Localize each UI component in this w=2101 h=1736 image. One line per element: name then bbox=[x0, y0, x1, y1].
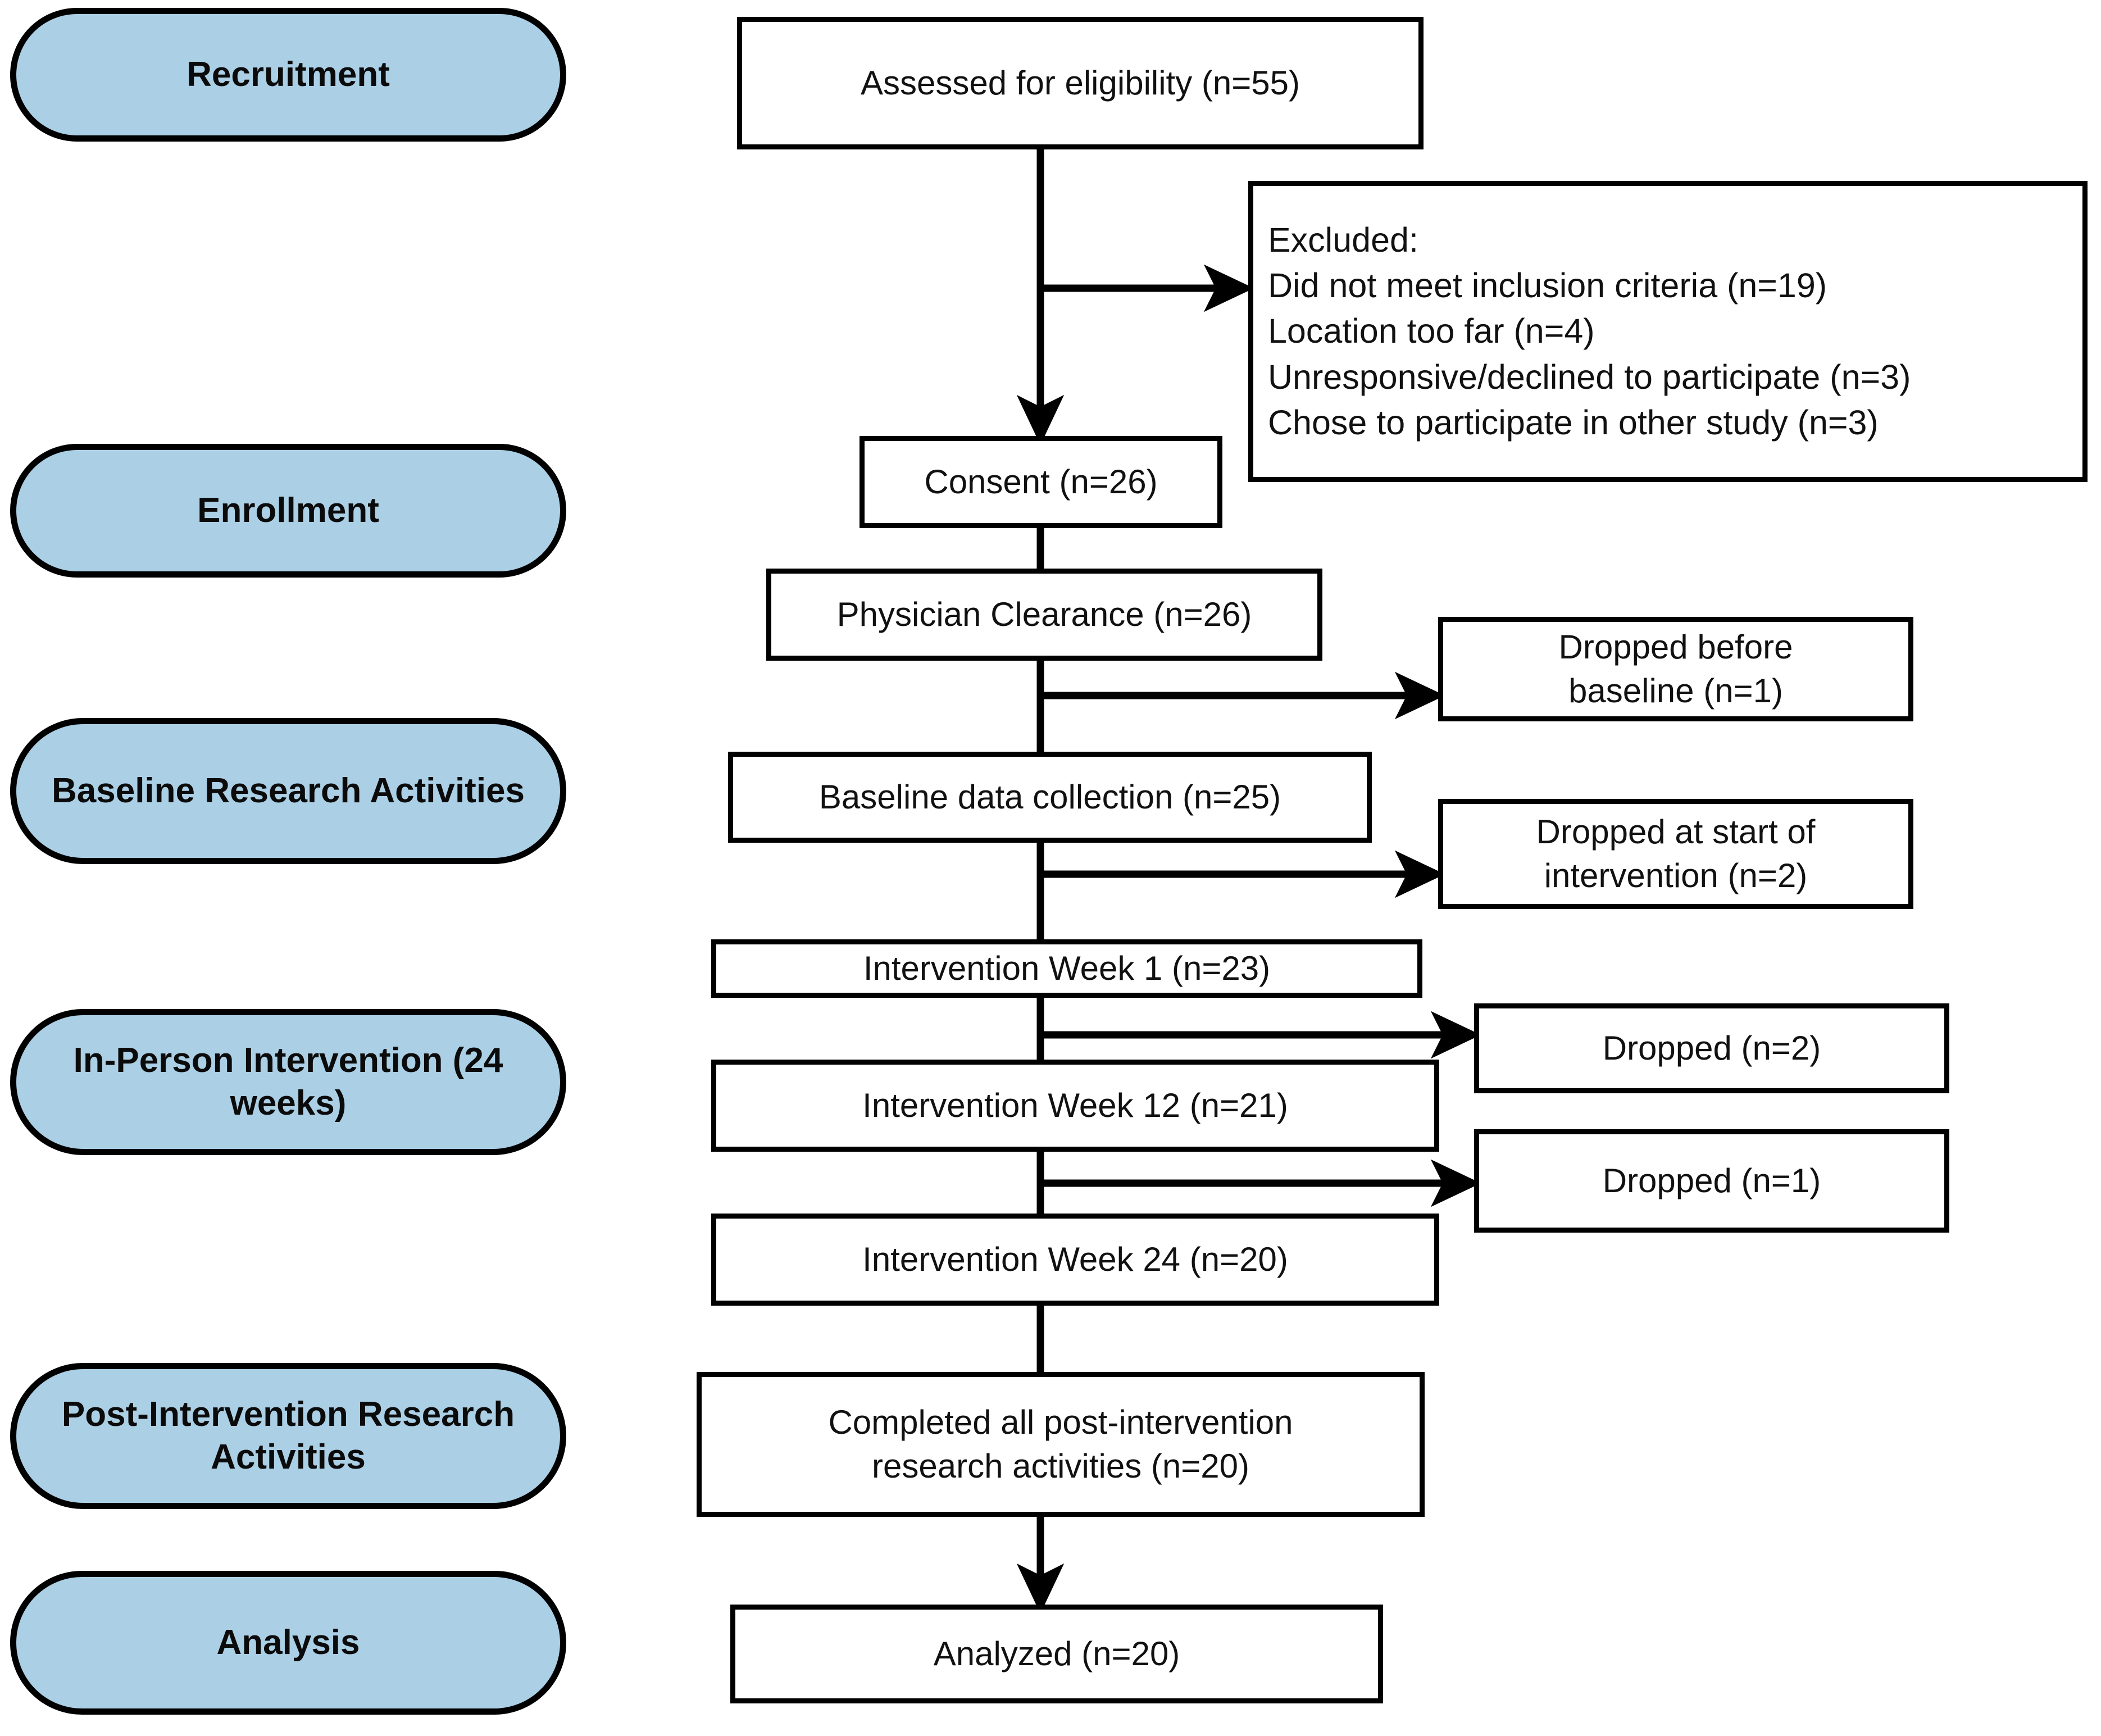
flow-box-week24[interactable]: Intervention Week 24 (n=20) bbox=[711, 1214, 1439, 1306]
exclusion-text: Excluded: Did not meet inclusion criteri… bbox=[1268, 221, 1911, 442]
flow-label-consent: Consent (n=26) bbox=[924, 463, 1158, 501]
stage-label-post-intervention: Post-Intervention Research Activities bbox=[61, 1395, 515, 1476]
flow-label-baseline-data: Baseline data collection (n=25) bbox=[818, 778, 1281, 816]
flow-label-week24: Intervention Week 24 (n=20) bbox=[862, 1240, 1288, 1278]
flow-box-consent[interactable]: Consent (n=26) bbox=[860, 436, 1222, 528]
flow-label-physician-clearance: Physician Clearance (n=26) bbox=[836, 596, 1252, 633]
stage-pill-post-intervention[interactable]: Post-Intervention Research Activities bbox=[10, 1363, 566, 1509]
stage-pill-intervention[interactable]: In-Person Intervention (24 weeks) bbox=[10, 1009, 566, 1155]
attrition-box-dropped-week12[interactable]: Dropped (n=1) bbox=[1474, 1129, 1949, 1233]
attrition-label-dropped-before-baseline: Dropped before baseline (n=1) bbox=[1558, 628, 1793, 710]
stage-label-analysis: Analysis bbox=[216, 1623, 360, 1662]
attrition-label-dropped-week1: Dropped (n=2) bbox=[1602, 1029, 1821, 1067]
exclusion-box[interactable]: Excluded: Did not meet inclusion criteri… bbox=[1248, 181, 2088, 482]
attrition-box-dropped-week1[interactable]: Dropped (n=2) bbox=[1474, 1003, 1949, 1093]
flow-box-completed[interactable]: Completed all post-intervention research… bbox=[697, 1372, 1425, 1517]
flow-label-analyzed: Analyzed (n=20) bbox=[933, 1635, 1180, 1673]
flow-box-week1[interactable]: Intervention Week 1 (n=23) bbox=[711, 939, 1422, 998]
flow-label-assessed: Assessed for eligibility (n=55) bbox=[860, 64, 1300, 102]
flow-box-baseline-data[interactable]: Baseline data collection (n=25) bbox=[728, 752, 1372, 843]
flow-box-analyzed[interactable]: Analyzed (n=20) bbox=[730, 1605, 1383, 1703]
flow-label-week1: Intervention Week 1 (n=23) bbox=[863, 949, 1271, 987]
flow-box-assessed[interactable]: Assessed for eligibility (n=55) bbox=[737, 17, 1424, 149]
flow-label-completed: Completed all post-intervention research… bbox=[828, 1403, 1293, 1485]
stage-label-intervention: In-Person Intervention (24 weeks) bbox=[73, 1041, 503, 1123]
stage-pill-analysis[interactable]: Analysis bbox=[10, 1571, 566, 1715]
flow-label-week12: Intervention Week 12 (n=21) bbox=[862, 1087, 1288, 1124]
stage-pill-enrollment[interactable]: Enrollment bbox=[10, 444, 566, 578]
stage-pill-recruitment[interactable]: Recruitment bbox=[10, 8, 566, 142]
flow-box-week12[interactable]: Intervention Week 12 (n=21) bbox=[711, 1060, 1439, 1152]
attrition-label-dropped-week12: Dropped (n=1) bbox=[1602, 1162, 1821, 1199]
stage-label-baseline: Baseline Research Activities bbox=[51, 771, 525, 811]
stage-label-enrollment: Enrollment bbox=[197, 491, 379, 530]
attrition-box-dropped-start-intervention[interactable]: Dropped at start of intervention (n=2) bbox=[1438, 799, 1913, 909]
flow-box-physician-clearance[interactable]: Physician Clearance (n=26) bbox=[766, 569, 1322, 661]
attrition-label-dropped-start-intervention: Dropped at start of intervention (n=2) bbox=[1536, 813, 1816, 894]
stage-pill-baseline[interactable]: Baseline Research Activities bbox=[10, 718, 566, 864]
attrition-box-dropped-before-baseline[interactable]: Dropped before baseline (n=1) bbox=[1438, 617, 1913, 721]
stage-label-recruitment: Recruitment bbox=[187, 55, 390, 94]
